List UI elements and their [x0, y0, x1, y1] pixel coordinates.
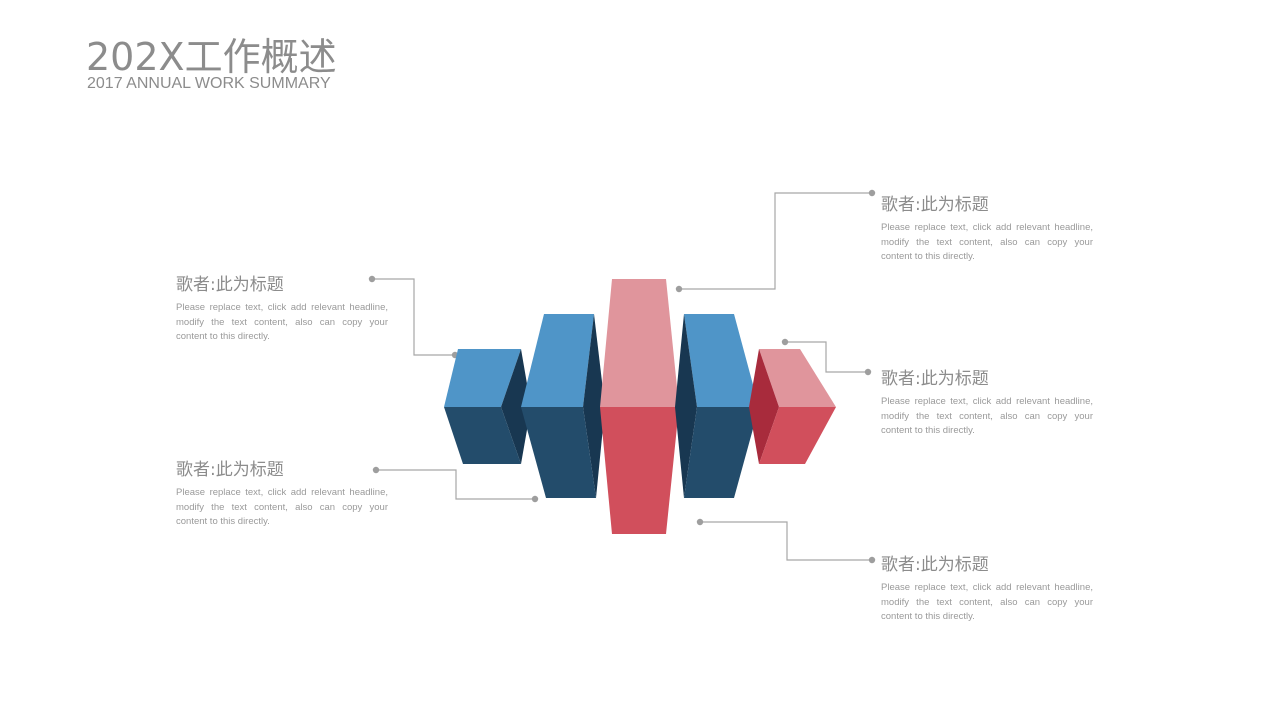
prism-5-front	[759, 407, 836, 464]
prism-3-top	[600, 279, 679, 407]
connector-dot	[864, 368, 872, 376]
prism-5-side	[749, 349, 779, 464]
connector-dot	[868, 189, 876, 197]
callout-right-middle: 歌者:此为标题 Please replace text, click add r…	[881, 364, 1093, 439]
callout-heading: 歌者:此为标题	[176, 275, 284, 295]
callout-body: Please replace text, click add relevant …	[881, 582, 1093, 622]
prism-4-top	[684, 314, 759, 407]
prism-4-side	[675, 314, 697, 498]
prism-2-top	[521, 314, 594, 407]
connector-right-middle	[785, 341, 868, 373]
callout-body: Please replace text, click add relevant …	[176, 302, 388, 342]
callout-right-bottom: 歌者:此为标题 Please replace text, click add r…	[881, 550, 1093, 625]
connectors	[372, 192, 872, 561]
connector-dots	[368, 189, 876, 564]
connector-left-bottom	[376, 469, 535, 500]
prism-1-top	[444, 349, 521, 407]
connector-dot	[868, 556, 876, 564]
connector-dot	[531, 495, 539, 503]
connector-dot	[696, 518, 704, 526]
prism-1-side	[501, 349, 531, 464]
prism-5	[749, 349, 836, 464]
callout-heading: 歌者:此为标题	[881, 555, 989, 575]
connector-dot	[675, 285, 683, 293]
page-title: 202X工作概述	[86, 35, 337, 79]
connector-right-bottom	[700, 521, 872, 561]
callout-body: Please replace text, click add relevant …	[176, 487, 388, 527]
callout-heading: 歌者:此为标题	[176, 460, 284, 480]
connector-left-top	[372, 278, 455, 356]
callout-left-top: 歌者:此为标题 Please replace text, click add r…	[176, 270, 388, 345]
callout-body: Please replace text, click add relevant …	[881, 222, 1093, 262]
prism-2	[521, 314, 605, 498]
connector-dot	[781, 338, 789, 346]
connector-dot	[368, 275, 376, 283]
prism-3	[600, 279, 679, 534]
prism-4	[675, 314, 759, 498]
callout-body: Please replace text, click add relevant …	[881, 396, 1093, 436]
callout-left-bottom: 歌者:此为标题 Please replace text, click add r…	[176, 455, 388, 530]
prism-2-side	[583, 314, 605, 498]
prism-2-front	[521, 407, 596, 498]
callout-right-top: 歌者:此为标题 Please replace text, click add r…	[881, 190, 1093, 265]
page-subtitle: 2017 ANNUAL WORK SUMMARY	[87, 75, 331, 92]
callout-heading: 歌者:此为标题	[881, 369, 989, 389]
prism-5-top	[759, 349, 836, 407]
callout-heading: 歌者:此为标题	[881, 195, 989, 215]
connector-dot	[372, 466, 380, 474]
prism-1-front	[444, 407, 521, 464]
prism-1	[444, 349, 531, 464]
connector-right-top	[679, 192, 872, 290]
prism-3-front	[600, 407, 679, 534]
prism-4-front	[684, 407, 759, 498]
